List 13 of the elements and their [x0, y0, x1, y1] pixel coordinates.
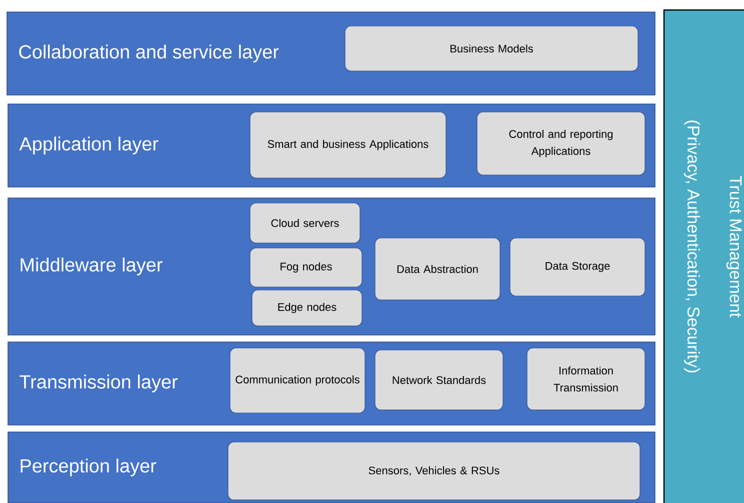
component-box: Data Storage: [510, 238, 646, 296]
component-box: Business Models: [344, 26, 638, 72]
component-box: Information Transmission: [526, 348, 646, 410]
component-box: Smart and business Applications: [250, 112, 446, 178]
component-box: Data Abstraction: [374, 238, 500, 300]
component-box: Cloud servers: [250, 202, 360, 244]
component-box: Sensors, Vehicles & RSUs: [228, 442, 640, 500]
component-box: Edge nodes: [252, 290, 362, 326]
side-band: Trust Management (Privacy, Authentication, Security): [663, 9, 744, 503]
component-box: Network Standards: [374, 350, 504, 410]
component-box: Control and reporting Applications: [476, 112, 646, 176]
component-box: Communication protocols: [230, 348, 366, 414]
component-box: Fog nodes: [250, 248, 362, 288]
